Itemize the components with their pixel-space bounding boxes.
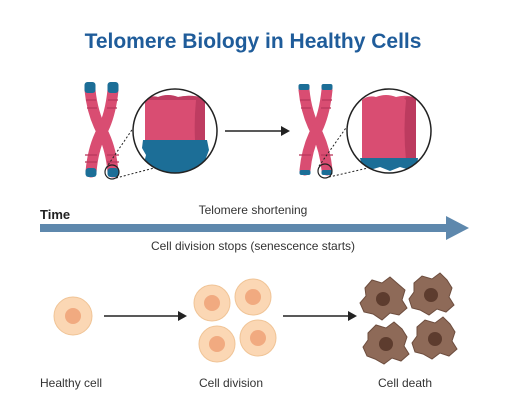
- page-title: Telomere Biology in Healthy Cells: [84, 30, 422, 53]
- dividing-cells-icon: [193, 278, 277, 363]
- timeline-arrow: [40, 216, 469, 240]
- cell-division-label: Cell division: [199, 376, 264, 390]
- magnifier-zoom-icon: [346, 88, 432, 174]
- senescence-label: Cell division stops (senescence starts): [150, 239, 356, 253]
- zoom-guide-lines-left: [105, 92, 158, 179]
- healthy-cell-icon: [53, 296, 93, 336]
- healthy-cell-label: Healthy cell: [40, 376, 103, 390]
- magnifier-zoom-icon: [132, 88, 218, 174]
- telomere-shortening-label: Telomere shortening: [198, 203, 308, 217]
- arrow-right-icon: [283, 311, 357, 321]
- timeline-axis-label: Time: [40, 207, 71, 222]
- cell-death-label: Cell death: [378, 376, 433, 390]
- chromosome-short-telomere-icon: [298, 84, 333, 179]
- arrow-right-icon: [104, 311, 187, 321]
- dead-cells-icon: [359, 272, 458, 365]
- arrow-right-icon: [225, 126, 290, 136]
- chromosome-long-telomere-icon: [84, 82, 120, 180]
